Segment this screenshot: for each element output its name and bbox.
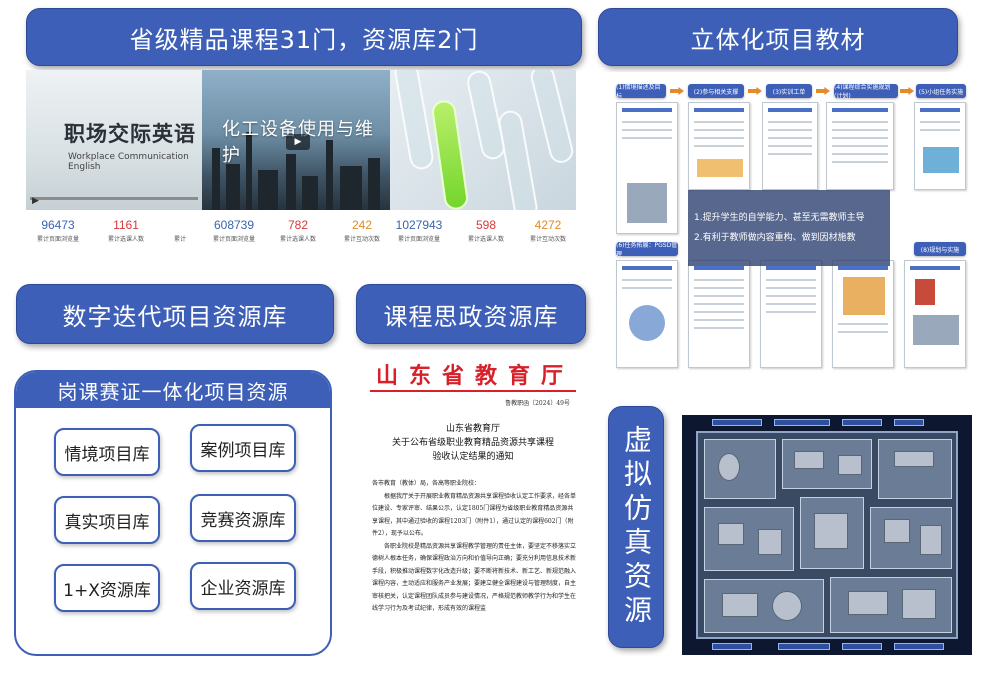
virtual-simulation-header: 虚拟仿真资源	[608, 406, 664, 648]
stat-item: 242 累计互动次数	[343, 218, 380, 243]
textbook-step: (8)规划与实施	[914, 242, 966, 256]
case-project-library[interactable]: 案例项目库	[190, 424, 296, 472]
stat-item: 累计	[173, 236, 186, 243]
stat-item: 598 累计选课人数	[467, 218, 504, 243]
courses-header: 省级精品课程31门，资源库2门	[26, 8, 582, 66]
document-body: 各市教育（教体）局，各高等职业院校： 根据我厅关于开展职业教育精品资源共享课程验…	[372, 478, 576, 616]
course-stats: 96473 累计页面浏览量 1161 累计选课人数 累计 608739 累计页面…	[26, 218, 576, 248]
ideology-resource-header: 课程思政资源库	[356, 284, 586, 344]
textbook-step: (6)任务拓展：PGSD管理	[616, 242, 678, 258]
scenario-project-library[interactable]: 情境项目库	[54, 428, 160, 476]
play-icon[interactable]: ▶	[286, 134, 310, 150]
document-agency-header: 山东省教育厅	[375, 363, 574, 389]
textbook-step: (2)参与相关支撑	[688, 84, 744, 98]
enterprise-resource-library[interactable]: 企业资源库	[190, 562, 296, 610]
course-video-title: 化工设备使用与维护	[222, 119, 374, 166]
video-progress-bar[interactable]	[30, 197, 198, 200]
textbook-step: (3)实训工单	[766, 84, 812, 98]
textbook-benefits-overlay: 1.提升学生的自学能力、甚至无需教师主导 2.有利于教师做内容重构、做到因材施教	[688, 190, 890, 266]
official-notice-document: 山东省教育厅 鲁教职函〔2024〕49号 山东省教育厅 关于公布省级职业教育精品…	[356, 350, 586, 665]
course-video-subtitle: Workplace Communication English	[68, 152, 189, 172]
textbook-step: (5)小组任务实施	[916, 84, 966, 98]
textbook-step: (1)情境描述及目标	[616, 84, 666, 100]
stat-item: 96473 累计页面浏览量	[36, 218, 79, 243]
real-project-library[interactable]: 真实项目库	[54, 496, 160, 544]
course-video-title: 职场交际英语	[64, 122, 196, 146]
stat-item: 1161 累计选课人数	[107, 218, 144, 243]
virtual-simulation-scene[interactable]	[682, 415, 972, 655]
document-title: 山东省教育厅 关于公布省级职业教育精品资源共享课程 验收认定结果的通知	[391, 424, 554, 462]
post-course-title: 岗课赛证一体化项目资源	[16, 372, 330, 408]
textbook-montage: (1)情境描述及目标 (2)参与相关支撑 (3)实训工单 (4)课程综合实施规划…	[602, 72, 970, 372]
textbook-step: (4)课程综合实施规划(计划)	[834, 84, 898, 100]
post-course-resource-box: 岗课赛证一体化项目资源 情境项目库 案例项目库 真实项目库 竞赛资源库 1+X资…	[14, 370, 332, 656]
1x-resource-library[interactable]: 1+X资源库	[54, 564, 160, 612]
play-icon[interactable]: ▶	[32, 196, 39, 206]
document-salutation: 各市教育（教体）局，各高等职业院校：	[372, 480, 481, 487]
textbook-header: 立体化项目教材	[598, 8, 958, 66]
document-paragraph: 各职业院校是精品资源共享课程教学管理的责任主体，要坚定不移落实立德树人根本任务，…	[372, 542, 577, 613]
document-number: 鲁教职函〔2024〕49号	[505, 400, 570, 407]
stat-item: 1027943 累计页面浏览量	[395, 218, 443, 243]
stat-item: 4272 累计互动次数	[529, 218, 566, 243]
course-video-chemical[interactable]: 化工设备使用与维护 ▶	[202, 70, 390, 210]
digital-resource-header: 数字迭代项目资源库	[16, 284, 334, 344]
course-video-english[interactable]: 职场交际英语 Workplace Communication English ▶	[26, 70, 202, 210]
course-image-lab[interactable]	[390, 70, 576, 210]
document-red-rule	[370, 390, 576, 392]
course-strip: 职场交际英语 Workplace Communication English ▶…	[26, 70, 576, 250]
stat-item: 782 累计选课人数	[279, 218, 316, 243]
document-paragraph: 根据我厅关于开展职业教育精品资源共享课程验收认定工作要求，经各单位建设、专家评审…	[372, 492, 577, 538]
competition-resource-library[interactable]: 竞赛资源库	[190, 494, 296, 542]
stat-item: 608739 累计页面浏览量	[212, 218, 255, 243]
